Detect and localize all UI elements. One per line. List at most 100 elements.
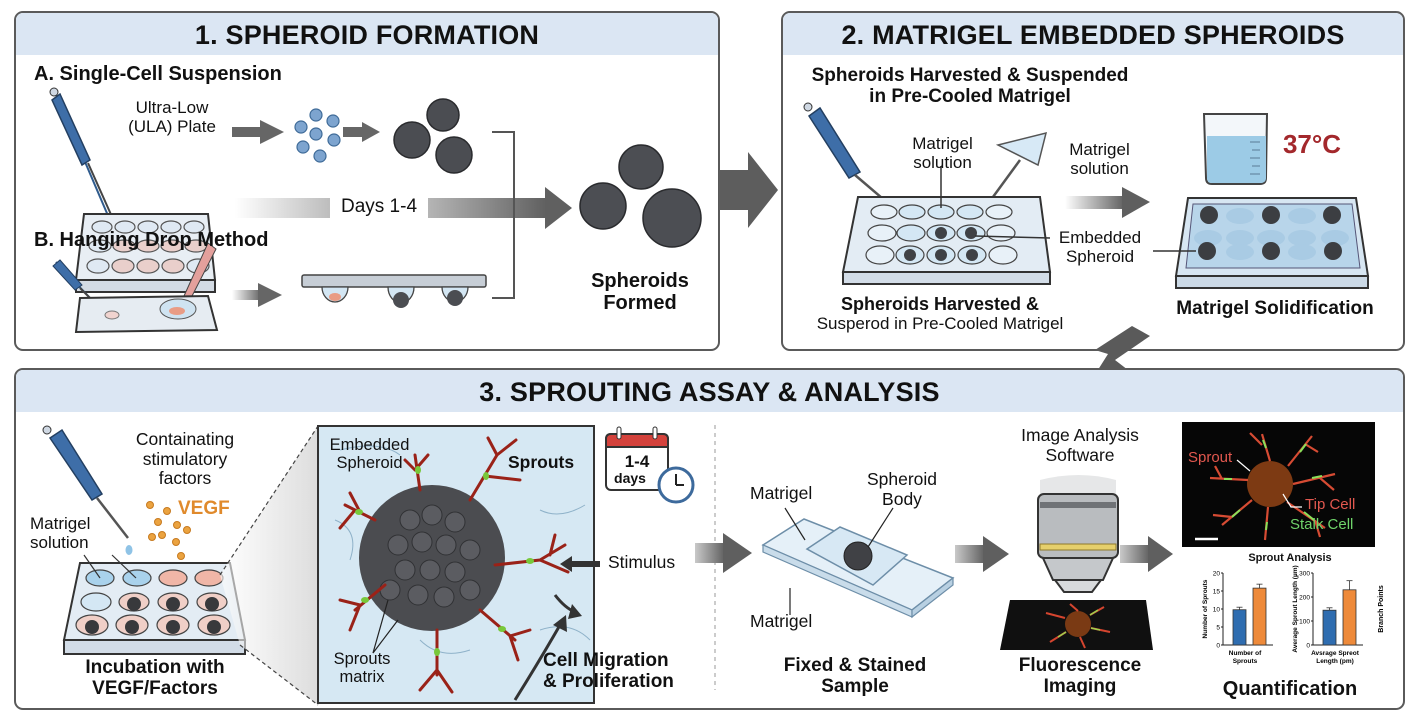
calendar-days-unit: days (614, 470, 646, 486)
matrigel-solution-1-line2: solution (913, 153, 972, 173)
matrigel-line1: Matrigel (30, 514, 91, 533)
bar-vegf (1252, 587, 1267, 646)
spheroid-icon (393, 98, 473, 174)
incubation-plate-icon (62, 562, 247, 655)
panel-2-caption-left: Spheroids Harvested & Susperod in Pre-Co… (785, 294, 1095, 333)
days-arrow-head (545, 187, 572, 229)
incubation-label: Incubation with VEGF/Factors (30, 657, 280, 700)
matrigel-solution-2-line2: solution (1070, 159, 1129, 179)
section-b-label: B. Hanging Drop Method (34, 229, 269, 251)
sprouts-matrix-line1: Sprouts (333, 650, 391, 668)
panel-sprouting-assay: 3. SPROUTING ASSAY & ANALYSIS (14, 368, 1405, 710)
spheroids-formed-icon (579, 144, 702, 248)
bar-control (1232, 609, 1247, 646)
panel-matrigel-embedded: 2. MATRIGEL EMBEDDED SPHEROIDS (781, 11, 1405, 351)
migration-line2: & Proliferation (543, 671, 674, 693)
pipette-icon (42, 425, 133, 555)
temperature-label: 37°C (1282, 129, 1342, 159)
vegf-label: VEGF (178, 498, 230, 519)
fixed-line1: Fixed & Stained (783, 655, 927, 676)
spheroids-formed-line1: Spheroids (591, 270, 689, 292)
cell-migration-label: Cell Migration & Proliferation (543, 650, 674, 693)
panel-1-title: 1. SPHEROID FORMATION (16, 13, 718, 55)
zoom-embedded-line1: Embedded (329, 436, 410, 454)
y-tick-label: 10 (1213, 607, 1221, 614)
arrow-icon (232, 120, 380, 144)
panel-2-heading-line2: in Pre-Cooled Matrigel (869, 86, 1071, 108)
extra-axis-label: Branch Points (1378, 585, 1385, 633)
caption-left-line1: Spheroids Harvested & (840, 294, 1040, 314)
panel-2-title: 2. MATRIGEL EMBEDDED SPHEROIDS (783, 13, 1403, 55)
micrograph-stalk-cell-label: Stalk Cell (1290, 516, 1354, 533)
y-tick-label: 300 (1299, 571, 1310, 578)
section-a-label: A. Single-Cell Suspension (34, 63, 282, 85)
y-axis-label: Average Sprout Length (µm) (1292, 565, 1299, 652)
sprouts-matrix-line2: matrix (339, 668, 385, 687)
solidified-plate-icon (1174, 197, 1370, 289)
x-axis-label-line1: Number of (1229, 650, 1262, 657)
panel-2-illustration (803, 102, 1370, 395)
x-axis-label-line2: Length (pm) (1316, 658, 1354, 665)
embedded-line1: Embedded (1058, 228, 1142, 247)
y-tick-label: 20 (1213, 571, 1221, 578)
microscope-objective-icon (1037, 475, 1119, 593)
clock-icon (657, 466, 695, 504)
bar-control (1322, 609, 1337, 646)
merge-bracket (492, 131, 515, 299)
y-tick-label: 200 (1299, 595, 1310, 602)
stimulus-label: Stimulus (608, 552, 676, 572)
embedded-line2: Spheroid (1065, 247, 1135, 267)
matrigel-solution-label: Matrigel solution (30, 514, 90, 552)
vegf-particles-icon (146, 501, 191, 560)
matrigel-solution-1-line1: Matrigel (912, 134, 973, 153)
spheroid-body-line2: Body (882, 488, 922, 509)
pipette-icon (49, 87, 118, 229)
days-label: Days 1-4 (340, 196, 418, 217)
panel-3-title: 3. SPROUTING ASSAY & ANALYSIS (16, 370, 1403, 412)
caption-left-line2: Susperod in Pre-Cooled Matrigel (816, 314, 1064, 334)
matrigel-solution-label-2: Matrigel solution (1052, 140, 1147, 178)
x-axis-label-line1: Avsrage Spreot (1311, 650, 1360, 657)
arrow-icon (695, 533, 1173, 573)
slide-matrigel-bottom-label: Matrigel (750, 611, 813, 631)
spheroids-formed-line2: Formed (603, 292, 677, 315)
glass-slide-icon (761, 518, 955, 619)
sprouts-matrix-label: Sprouts matrix (322, 650, 402, 687)
fixed-stained-label: Fixed & Stained Sample (760, 655, 950, 698)
panel-2-heading: Spheroids Harvested & Suspended in Pre-C… (785, 65, 1155, 108)
bar-vegf (1342, 589, 1357, 646)
stim-line2: stimulatory (142, 448, 228, 469)
matrigel-solution-2-line1: Matrigel (1069, 140, 1130, 159)
ula-label-line1: Ultra-Low (135, 98, 209, 117)
y-tick-label: 15 (1213, 589, 1221, 596)
matrigel-line2: solution (30, 533, 89, 553)
panel-2-heading-line1: Spheroids Harvested & Suspended (811, 65, 1129, 86)
fluorescence-imaging-label: Fluorescence Imaging (990, 655, 1170, 698)
slide-matrigel-top-label: Matrigel (750, 483, 813, 503)
software-line2: Software (1045, 444, 1115, 465)
well-plate-icon (841, 196, 1052, 285)
migration-line1: Cell Migration (543, 650, 669, 671)
incubation-line1: Incubation with (85, 657, 225, 678)
fixed-line2: Sample (821, 676, 889, 698)
stimulus-arrow-icon (560, 556, 600, 572)
micrograph-tip-cell-label: Tip Cell (1305, 496, 1356, 513)
fluorescence-image-icon (1000, 600, 1153, 650)
y-tick-label: 0 (1306, 643, 1310, 650)
ula-plate-label: Ultra-Low (ULA) Plate (112, 98, 232, 136)
quantification-label: Quantification (1222, 678, 1358, 700)
fluor-line2: Imaging (1043, 676, 1117, 698)
image-analysis-software-label: Image Analysis Software (995, 425, 1165, 465)
sprouts-label: Sprouts (508, 452, 575, 472)
zoom-embedded-line2: Spheroid (336, 454, 403, 473)
incubation-line2: VEGF/Factors (92, 678, 218, 700)
software-line1: Image Analysis (1021, 425, 1139, 445)
stim-line3: factors (158, 468, 212, 489)
embedded-spheroid-label: Embedded Spheroid (1050, 228, 1150, 266)
chart-title: Sprout Analysis (1248, 552, 1332, 564)
single-cells-icon (294, 108, 341, 163)
embedded-spheroid-zoom-label: Embedded Spheroid (322, 436, 417, 473)
panel-spheroid-formation: 1. SPHEROID FORMATION (14, 11, 720, 351)
